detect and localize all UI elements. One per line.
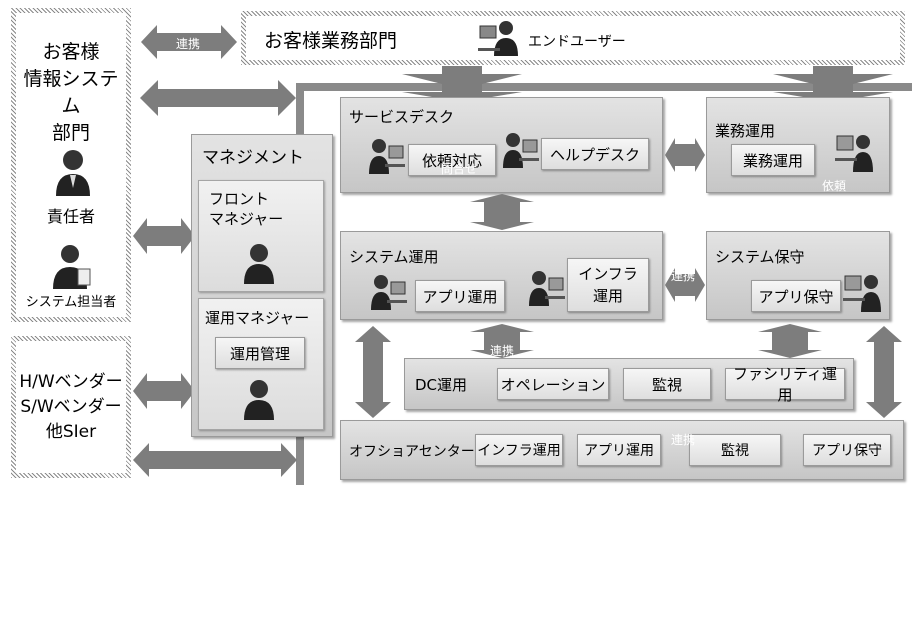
link-arrow-right-vertical-label: 連 携 [877, 593, 890, 623]
system-maint-panel: システム保守 アプリ保守 [706, 231, 890, 320]
customer-it-title: お客様 情報システム 部門 [23, 41, 119, 144]
ops-manager-label: 運用マネジャー [205, 309, 310, 327]
inquiry-label: 問合せ [441, 162, 478, 176]
customer-business-title: お客様業務部門 [264, 30, 398, 52]
offshore-app-box: アプリ運用 [577, 434, 661, 466]
customer-business-department: お客様業務部門 エンドユーザー [241, 11, 905, 65]
link-arrow-sm-dc [758, 324, 822, 358]
link-arrow-so-sm-label: 連携 [671, 433, 696, 447]
app-ops-computer-icon [371, 275, 407, 310]
business-ops-panel: 業務運用 業務運用 [706, 97, 890, 193]
link-arrow-sd-bo [665, 138, 705, 172]
helpdesk-computer-icon [503, 133, 539, 168]
business-ops-computer-icon [835, 135, 873, 172]
service-desk-title: サービスデスク [349, 108, 455, 126]
link-arrow-sm-dc-label: 連携 [778, 523, 803, 537]
front-manager-label: フロント マネジャー [209, 190, 284, 228]
system-ops-panel: システム運用 アプリ運用 インフラ 運用 [340, 231, 663, 320]
app-ops-box: アプリ運用 [415, 280, 505, 312]
dc-ops-title: DC運用 [415, 376, 468, 394]
helpdesk-box: ヘルプデスク [541, 138, 649, 170]
link-arrow-management-bottom [133, 373, 195, 409]
offshore-monitor-box: 監視 [689, 434, 781, 466]
service-desk-panel: サービスデスク 依頼対応 ヘルプデスク [340, 97, 663, 193]
system-ops-title: システム運用 [349, 248, 439, 266]
link-arrow-sd-so [470, 194, 534, 230]
offshore-infra-box: インフラ運用 [475, 434, 563, 466]
dc-monitor-box: 監視 [623, 368, 711, 400]
end-user-computer-icon [478, 21, 518, 56]
system-maint-title: システム保守 [715, 248, 805, 266]
link-arrow-top [141, 25, 237, 59]
operator-computer-icon [369, 139, 405, 174]
ops-manager-person-icon [244, 380, 274, 420]
link-arrow-right-vertical [866, 326, 902, 418]
front-manager-person-icon [244, 244, 274, 284]
link-arrow-management-top-label: 連携 [150, 265, 175, 279]
link-arrow-mid-label: 連携 [204, 110, 229, 124]
link-arrow-sd-bo-label: 連携 [671, 269, 696, 283]
system-staff-person-icon [53, 245, 91, 289]
dc-facility-box: ファシリティ運用 [725, 365, 845, 404]
link-arrow-mid [140, 80, 296, 116]
vendor-title: H/Wベンダー S/Wベンダー 他SIer [19, 371, 123, 442]
vendor-box: H/Wベンダー S/Wベンダー 他SIer [11, 336, 131, 478]
link-arrow-management-top [133, 218, 195, 254]
offshore-title: オフショアセンター [349, 444, 475, 460]
link-arrow-left-vertical-label: 連 携 [366, 561, 379, 591]
link-arrow-bottom [133, 443, 297, 477]
app-maint-computer-icon [843, 275, 881, 312]
request-arrow [773, 66, 893, 102]
request-label: 依頼 [822, 179, 847, 193]
request-handling-box: 依頼対応 [408, 144, 496, 176]
link-arrow-management-bottom-label: 連携 [150, 437, 175, 451]
business-ops-title: 業務運用 [715, 122, 776, 140]
front-manager-panel: フロント マネジャー [198, 180, 324, 292]
link-arrow-so-dc [470, 324, 534, 358]
manager-label: 責任者 [46, 207, 95, 226]
infra-ops-box: インフラ 運用 [567, 258, 649, 312]
dc-ops-panel: DC運用 オペレーション 監視 ファシリティ運用 [404, 358, 854, 410]
link-arrow-so-dc-label: 連携 [490, 506, 515, 520]
link-arrow-sd-so-label: 連携 [490, 344, 515, 358]
management-title: マネジメント [202, 148, 304, 168]
business-ops-box: 業務運用 [731, 144, 815, 176]
manager-person-icon [56, 150, 90, 196]
system-staff-label: システム担当者 [25, 295, 117, 310]
app-maint-box: アプリ保守 [751, 280, 841, 312]
link-arrow-top-label: 連携 [176, 37, 201, 51]
link-arrow-so-sm [665, 268, 705, 302]
customer-it-department: お客様 情報システム 部門 責任者 システム担当者 [11, 8, 131, 322]
management-panel: マネジメント フロント マネジャー 運用マネジャー 運用管理 [191, 134, 333, 437]
offshore-panel: オフショアセンター インフラ運用 アプリ運用 監視 アプリ保守 [340, 420, 904, 480]
end-user-label: エンドユーザー [528, 34, 626, 50]
infra-ops-computer-icon [529, 271, 565, 306]
offshore-maint-box: アプリ保守 [803, 434, 891, 466]
ops-manager-panel: 運用マネジャー 運用管理 [198, 298, 324, 430]
dc-operation-box: オペレーション [497, 368, 609, 400]
inquiry-arrow [402, 66, 522, 102]
ops-management-box: 運用管理 [215, 337, 305, 369]
link-arrow-left-vertical [355, 326, 391, 418]
